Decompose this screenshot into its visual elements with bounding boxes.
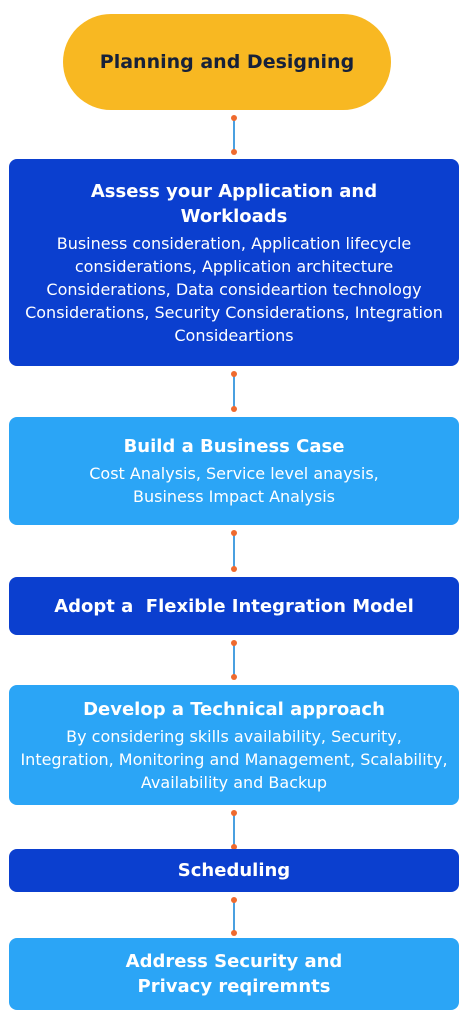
connector-line xyxy=(233,900,235,933)
connector-dot xyxy=(231,844,237,850)
connector-dot xyxy=(231,406,237,412)
step-title: Address Security and Privacy reqiremnts xyxy=(125,951,343,997)
step-title: Scheduling xyxy=(177,860,291,881)
connector-dot xyxy=(231,530,237,536)
step-business-case: Build a Business Case Cost Analysis, Ser… xyxy=(9,417,459,525)
step-scheduling: Scheduling xyxy=(9,849,459,892)
step-assess-application: Assess your Application and Workloads Bu… xyxy=(9,159,459,366)
connector-dot xyxy=(231,810,237,816)
connector-dot xyxy=(231,115,237,121)
connector-dot xyxy=(231,640,237,646)
step-title: Build a Business Case xyxy=(123,436,345,457)
connector-line xyxy=(233,374,235,409)
step-description: By considering skills availability, Secu… xyxy=(20,726,448,792)
step-description: Cost Analysis, Service level anaysis, Bu… xyxy=(89,464,379,506)
connector-dot xyxy=(231,897,237,903)
step-title: Assess your Application and Workloads xyxy=(90,180,378,227)
step-title: Adopt a Flexible Integration Model xyxy=(54,595,414,617)
connector-dot xyxy=(231,371,237,377)
connector-dot xyxy=(231,930,237,936)
connector-dot xyxy=(231,674,237,680)
connector-line xyxy=(233,533,235,569)
step-description: Business consideration, Application life… xyxy=(25,233,443,345)
start-node: Planning and Designing xyxy=(63,14,391,110)
step-technical-approach: Develop a Technical approach By consider… xyxy=(9,685,459,805)
connector-line xyxy=(233,813,235,847)
step-security-privacy: Address Security and Privacy reqiremnts xyxy=(9,938,459,1010)
start-label: Planning and Designing xyxy=(99,51,355,73)
connector-line xyxy=(233,643,235,677)
connector-dot xyxy=(231,566,237,572)
step-title: Develop a Technical approach xyxy=(83,698,385,720)
connector-line xyxy=(233,118,235,152)
step-integration-model: Adopt a Flexible Integration Model xyxy=(9,577,459,635)
connector-dot xyxy=(231,149,237,155)
